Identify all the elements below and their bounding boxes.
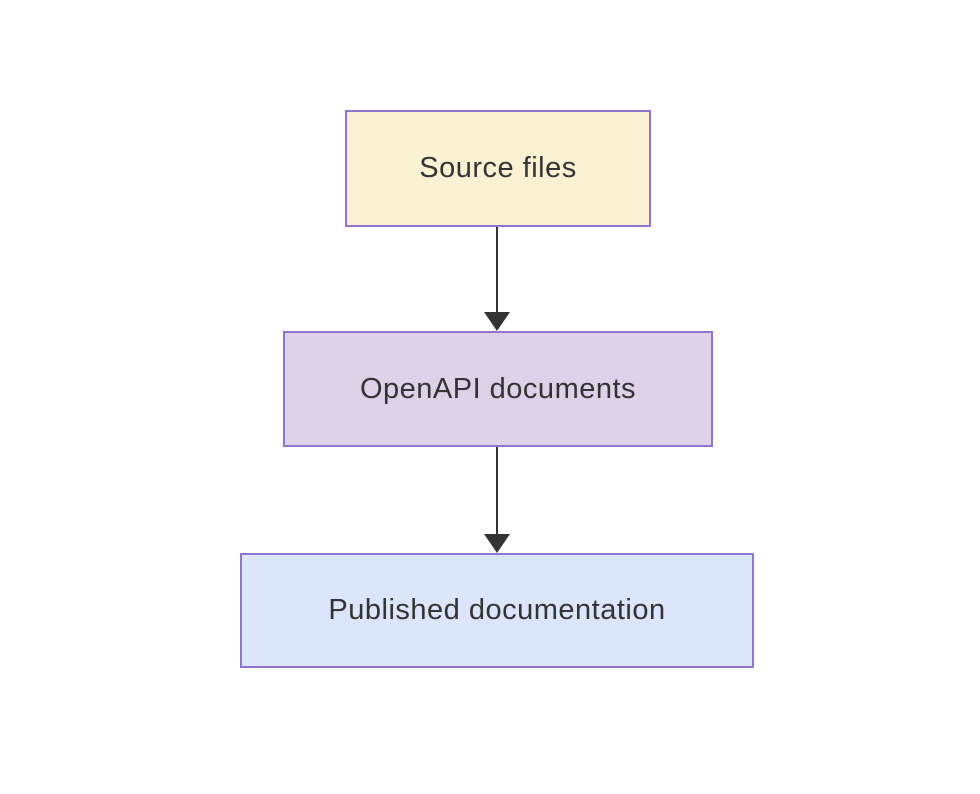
node-source-files-label: Source files [419, 152, 577, 185]
node-source-files: Source files [345, 110, 651, 227]
edge-line [496, 227, 498, 318]
edge-openapi-to-published [484, 447, 510, 553]
node-openapi-documents: OpenAPI documents [283, 331, 713, 447]
node-published-documentation: Published documentation [240, 553, 754, 668]
arrowhead-down-icon [484, 534, 510, 553]
node-openapi-documents-label: OpenAPI documents [359, 372, 637, 405]
edge-line [496, 447, 498, 540]
edge-source-to-openapi [484, 227, 510, 331]
arrowhead-down-icon [484, 312, 510, 331]
node-published-documentation-label: Published documentation [328, 594, 666, 627]
